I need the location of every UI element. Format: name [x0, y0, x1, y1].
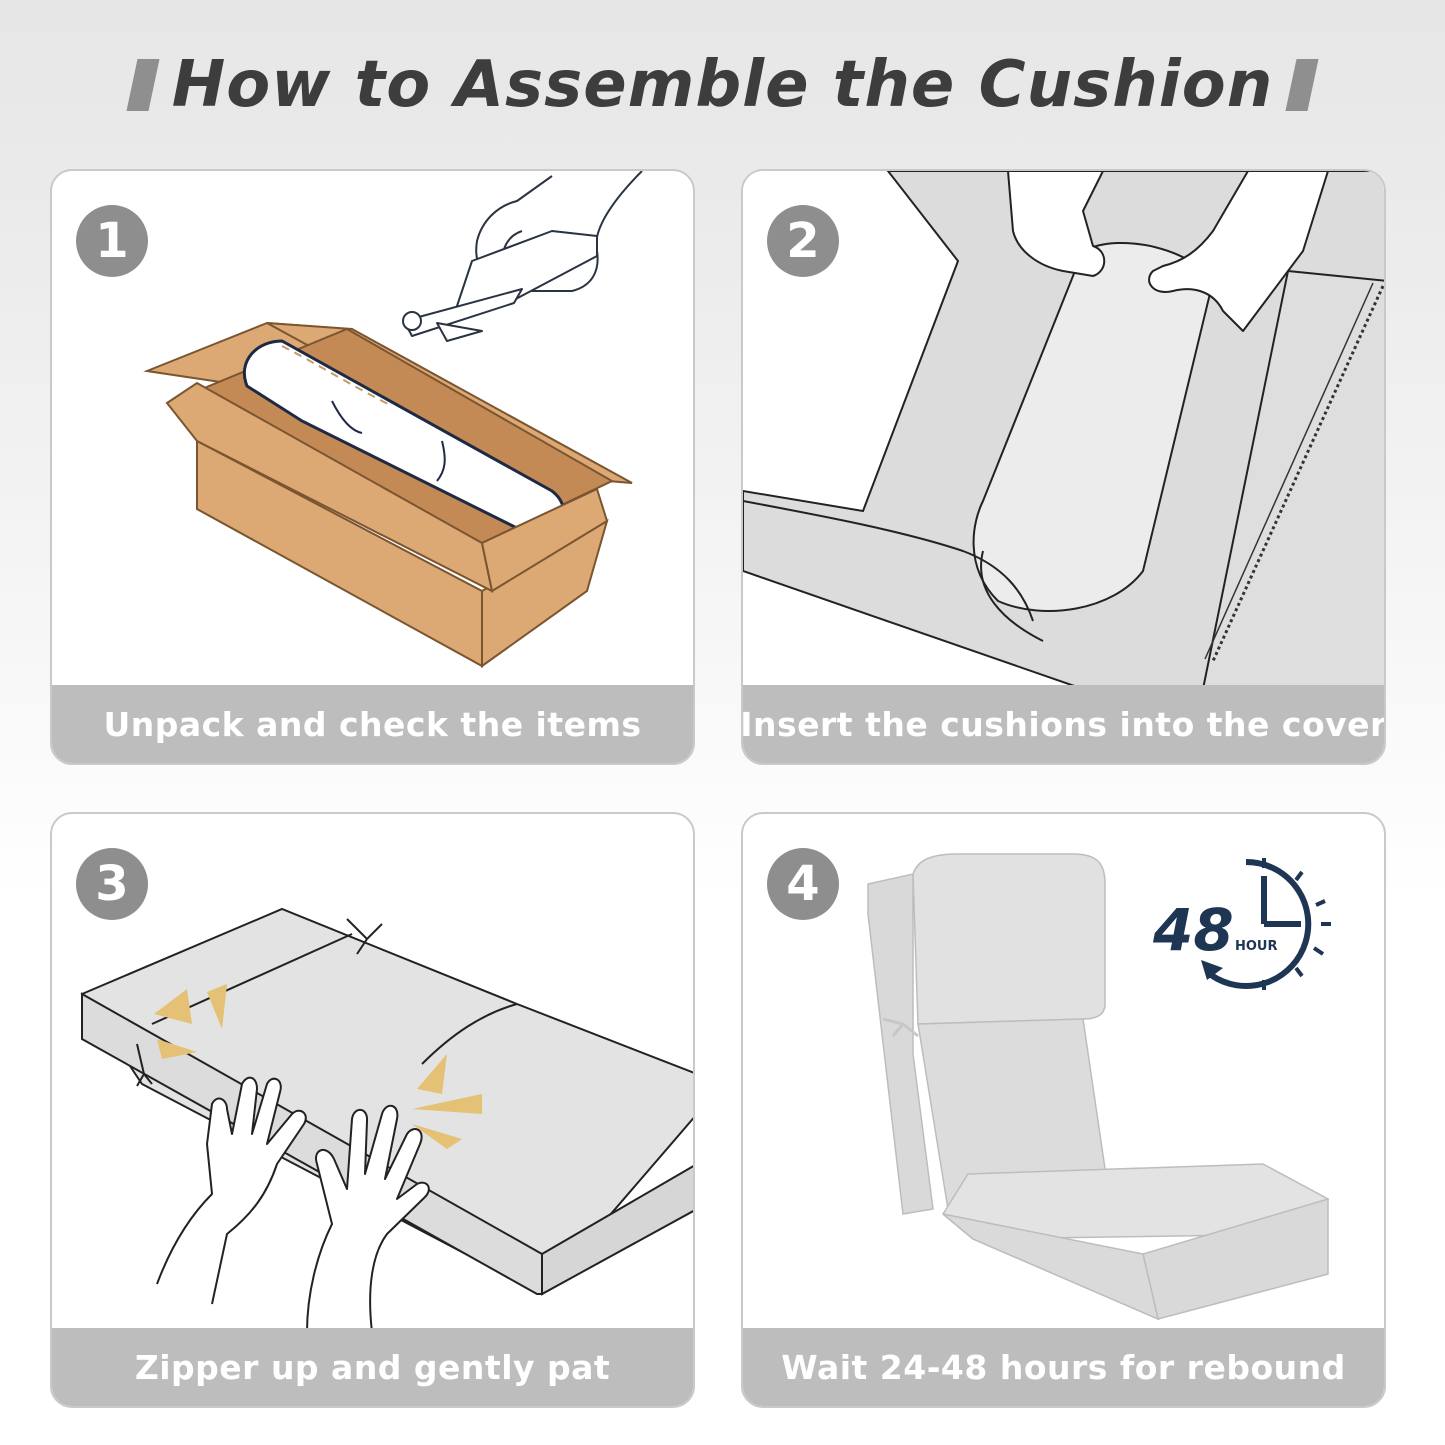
timer-value: 48 — [1152, 896, 1234, 964]
page-title: How to Assemble the Cushion — [171, 48, 1274, 122]
step-card-3: 3 Zipper up and gently pat — [50, 812, 695, 1408]
step-card-4: 4 48 HOUR Wait 24-48 hours for rebound — [741, 812, 1386, 1408]
step-number-badge: 3 — [76, 848, 148, 920]
step-card-1: 1 Unpack and check the items — [50, 169, 695, 765]
timer-unit: HOUR — [1235, 939, 1278, 954]
step-number-badge: 1 — [76, 205, 148, 277]
step-number-badge: 4 — [767, 848, 839, 920]
box-cutter-unpack-icon — [143, 171, 643, 668]
clock-icon: 48 HOUR — [1152, 858, 1331, 990]
step-caption: Zipper up and gently pat — [52, 1328, 693, 1406]
step-caption: Unpack and check the items — [52, 685, 693, 763]
step-caption: Insert the cushions into the cover — [743, 685, 1384, 763]
cushion-insert-icon — [743, 171, 1384, 689]
step-card-2: 2 Insert the cushions into the cover — [741, 169, 1386, 765]
chair-cushion-icon — [867, 853, 1329, 1321]
step-number-badge: 2 — [767, 205, 839, 277]
step-caption: Wait 24-48 hours for rebound — [743, 1328, 1384, 1406]
page-header: How to Assemble the Cushion — [0, 40, 1445, 130]
title-left-bar — [126, 59, 160, 111]
title-right-bar — [1285, 59, 1319, 111]
pat-cushion-icon — [80, 907, 693, 1332]
